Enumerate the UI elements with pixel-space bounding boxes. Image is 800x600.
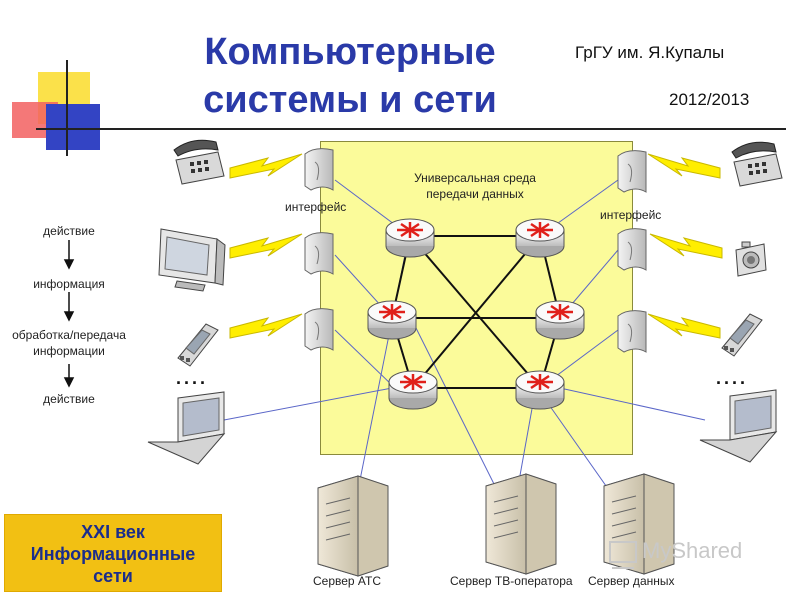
laptop-icon [147,391,226,465]
cell-phone-icon [721,313,763,357]
transmission-medium-box [320,141,633,455]
flow-step-action-start: действие [43,224,95,238]
interface-icon [304,148,334,191]
left-ellipsis: .... [176,368,209,388]
core-links [391,235,561,389]
router-icon-6 [515,370,565,410]
interface-icon [617,150,647,193]
medium-label-line-2: передачи данных [426,187,524,201]
interface-icon [304,232,334,275]
flow-step-processing-line1: обработка/передача [12,328,126,342]
camera-icon [735,241,767,277]
server-icon [603,473,675,575]
flow-step-processing-line2: информации [33,344,105,358]
century-banner: XXI век Информационные сети [4,514,222,592]
watermark-logo-icon [609,541,637,569]
server-icon [317,475,389,577]
interface-label-right: интерфейс [600,208,662,222]
watermark-text: MyShared [642,538,743,563]
header-divider [36,128,786,130]
organization-label: ГрГУ им. Я.Купалы [575,43,725,62]
router-icon-1 [385,218,435,258]
lightning-icon [647,153,721,179]
router-icon-5 [388,370,438,410]
lightning-icon [229,233,303,259]
decor-square-blue [46,104,100,150]
interface-label-left: интерфейс [285,200,347,214]
server-icon [485,473,557,575]
router-icon-2 [515,218,565,258]
laptop-icon [699,389,778,463]
server-label-pbx: Сервер АТС [313,574,381,588]
title-line-1: Компьютерные [204,31,496,73]
page-title: Компьютерные системы и сети [150,28,550,124]
wireless-links [229,153,723,339]
cell-phone-icon [177,323,219,367]
interface-icon [617,228,647,271]
arrow-down-icon [63,311,75,322]
interface-icon [304,308,334,351]
banner-line-1: XXI век [81,522,145,542]
right-ellipsis: .... [716,368,749,388]
title-line-2: системы и сети [203,79,497,121]
lightning-icon [647,313,721,339]
flow-step-action-end: действие [43,392,95,406]
interface-icon [617,310,647,353]
header-vertical-rule [66,60,68,156]
transmission-medium-label: Универсальная среда передачи данных [380,170,570,202]
flow-step-information: информация [33,277,105,291]
arrow-down-icon [63,377,75,388]
router-icon-3 [367,300,417,340]
lightning-icon [229,313,303,339]
desk-phone-icon [173,139,225,185]
year-label: 2012/2013 [669,90,750,109]
banner-line-2: Информационные [30,544,196,564]
router-icon-4 [535,300,585,340]
lightning-icon [229,153,303,179]
medium-label-line-1: Универсальная среда [414,171,536,185]
arrow-down-icon [63,259,75,270]
computer-monitor-icon [158,228,226,292]
flow-arrows [63,240,75,388]
banner-line-3: сети [93,566,133,586]
desk-phone-icon [731,141,783,187]
server-label-data: Сервер данных [588,574,675,588]
lightning-icon [649,233,723,259]
server-label-tv: Сервер ТВ-оператора [450,574,573,588]
